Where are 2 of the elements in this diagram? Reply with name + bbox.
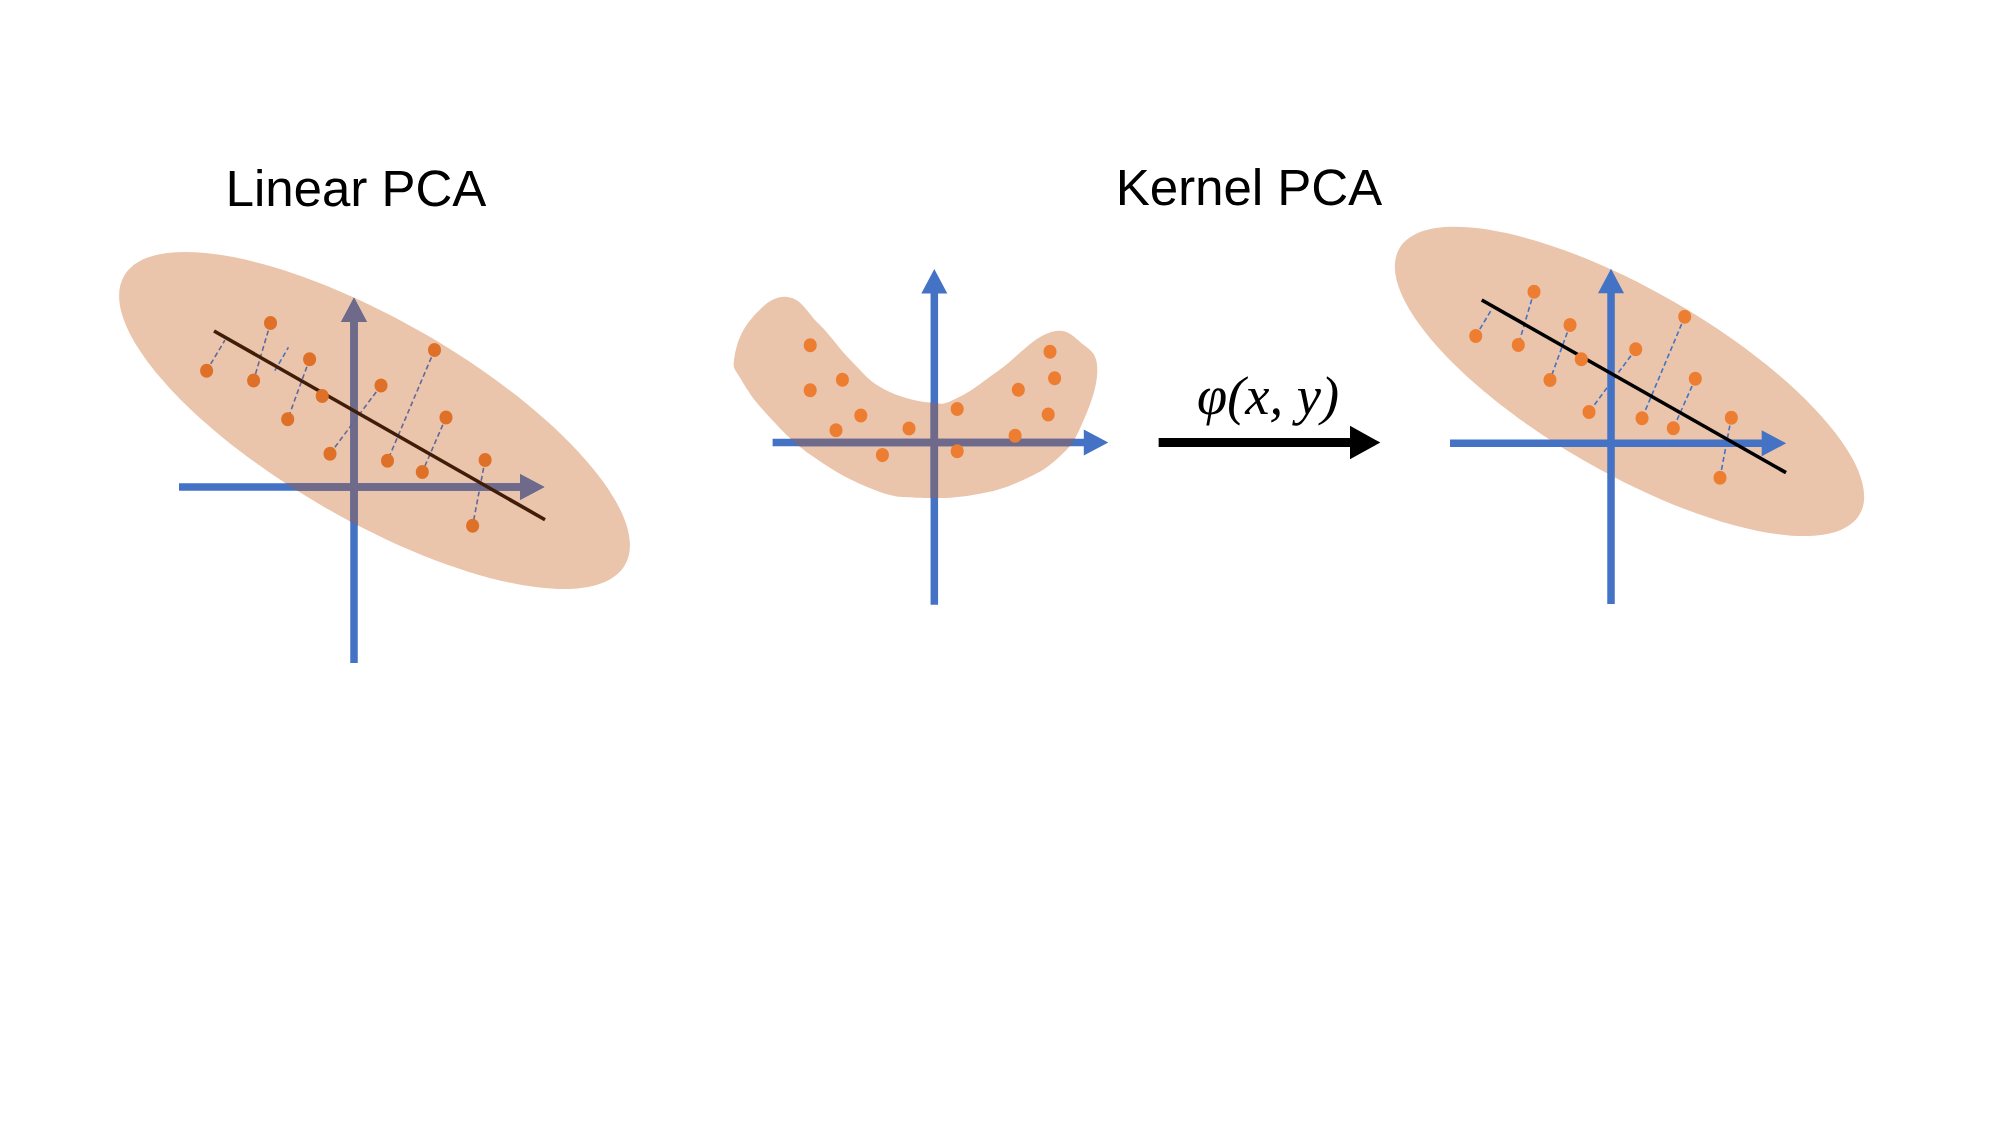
edge-label: φ(x, y) bbox=[1193, 372, 1343, 430]
plot-title: Kernel PCA bbox=[1120, 168, 1383, 206]
